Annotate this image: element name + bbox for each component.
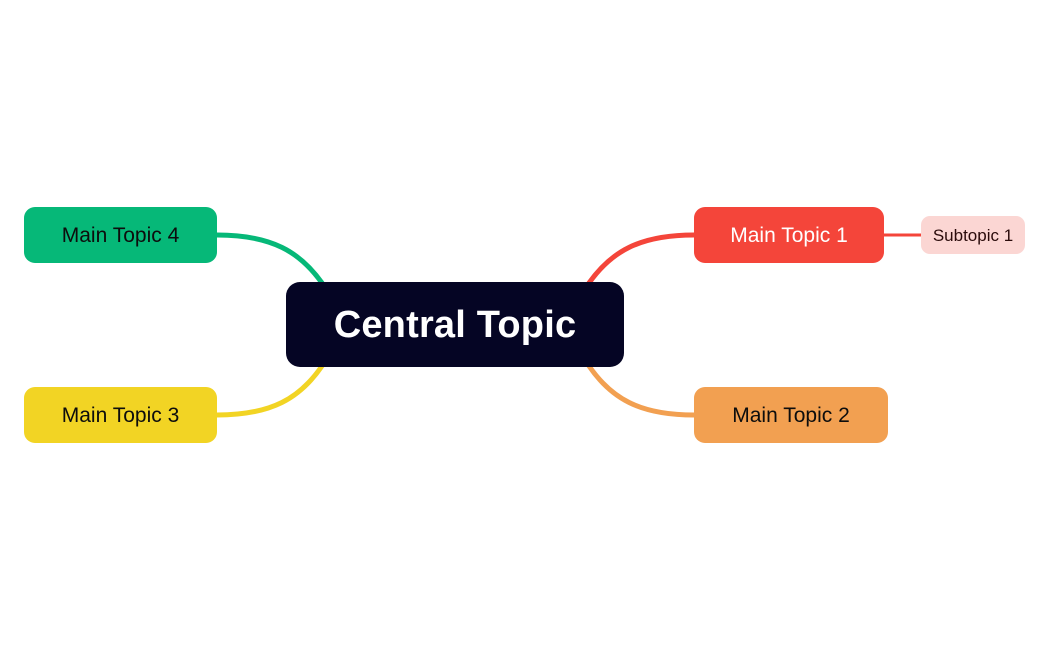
connector-central-to-main-topic-3: [214, 363, 325, 418]
subtopic-1-node[interactable]: Subtopic 1: [921, 216, 1025, 254]
main-topic-2-label: Main Topic 2: [732, 403, 850, 427]
central-topic-node[interactable]: Central Topic: [286, 282, 624, 367]
connector-central-to-main-topic-2: [586, 363, 697, 418]
main-topic-3-label: Main Topic 3: [61, 403, 180, 427]
connector-central-to-main-topic-4: [214, 232, 325, 286]
main-topic-3-node[interactable]: Main Topic 3: [24, 387, 217, 443]
central-topic-label: Central Topic: [333, 303, 577, 346]
subtopic-1-label: Subtopic 1: [932, 225, 1014, 245]
main-topic-1-label: Main Topic 1: [730, 223, 848, 247]
main-topic-2-node[interactable]: Main Topic 2: [694, 387, 888, 443]
connector-central-to-main-topic-1: [586, 232, 697, 286]
main-topic-4-node[interactable]: Main Topic 4: [24, 207, 217, 263]
main-topic-1-node[interactable]: Main Topic 1: [694, 207, 884, 263]
main-topic-4-label: Main Topic 4: [61, 223, 180, 247]
